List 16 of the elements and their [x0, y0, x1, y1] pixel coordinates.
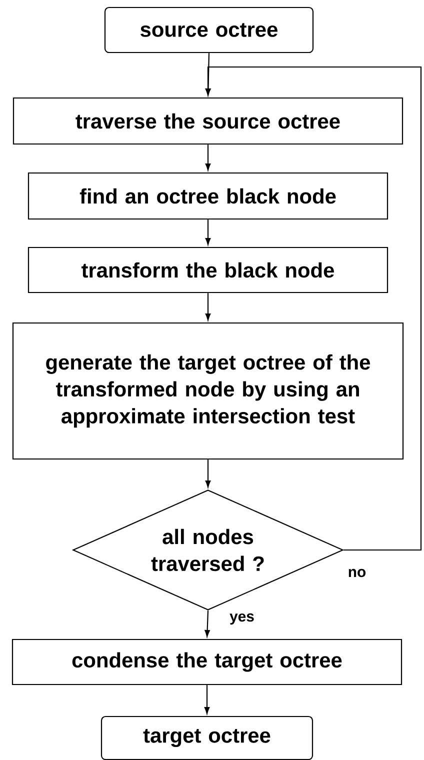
arrow: [205, 460, 211, 488]
edge-label: yes: [228, 612, 256, 626]
process-box: transform the black node: [28, 246, 388, 294]
edge-label: no: [346, 568, 368, 578]
arrow: [205, 293, 211, 320]
terminal-box: target octree: [100, 716, 314, 760]
process-box: generate the target octree of the transformed node by using an approximate intersection test: [12, 322, 404, 460]
arrow: [205, 144, 211, 170]
process-box: find an octree black node: [28, 172, 388, 220]
process-box: condense the target octree: [12, 638, 402, 686]
terminal-box: source octree: [104, 6, 314, 54]
process-box: traverse the source octree: [12, 97, 404, 145]
arrow: [205, 220, 211, 245]
arrow: [204, 685, 210, 714]
arrow: [205, 66, 422, 551]
arrow: [204, 610, 210, 637]
